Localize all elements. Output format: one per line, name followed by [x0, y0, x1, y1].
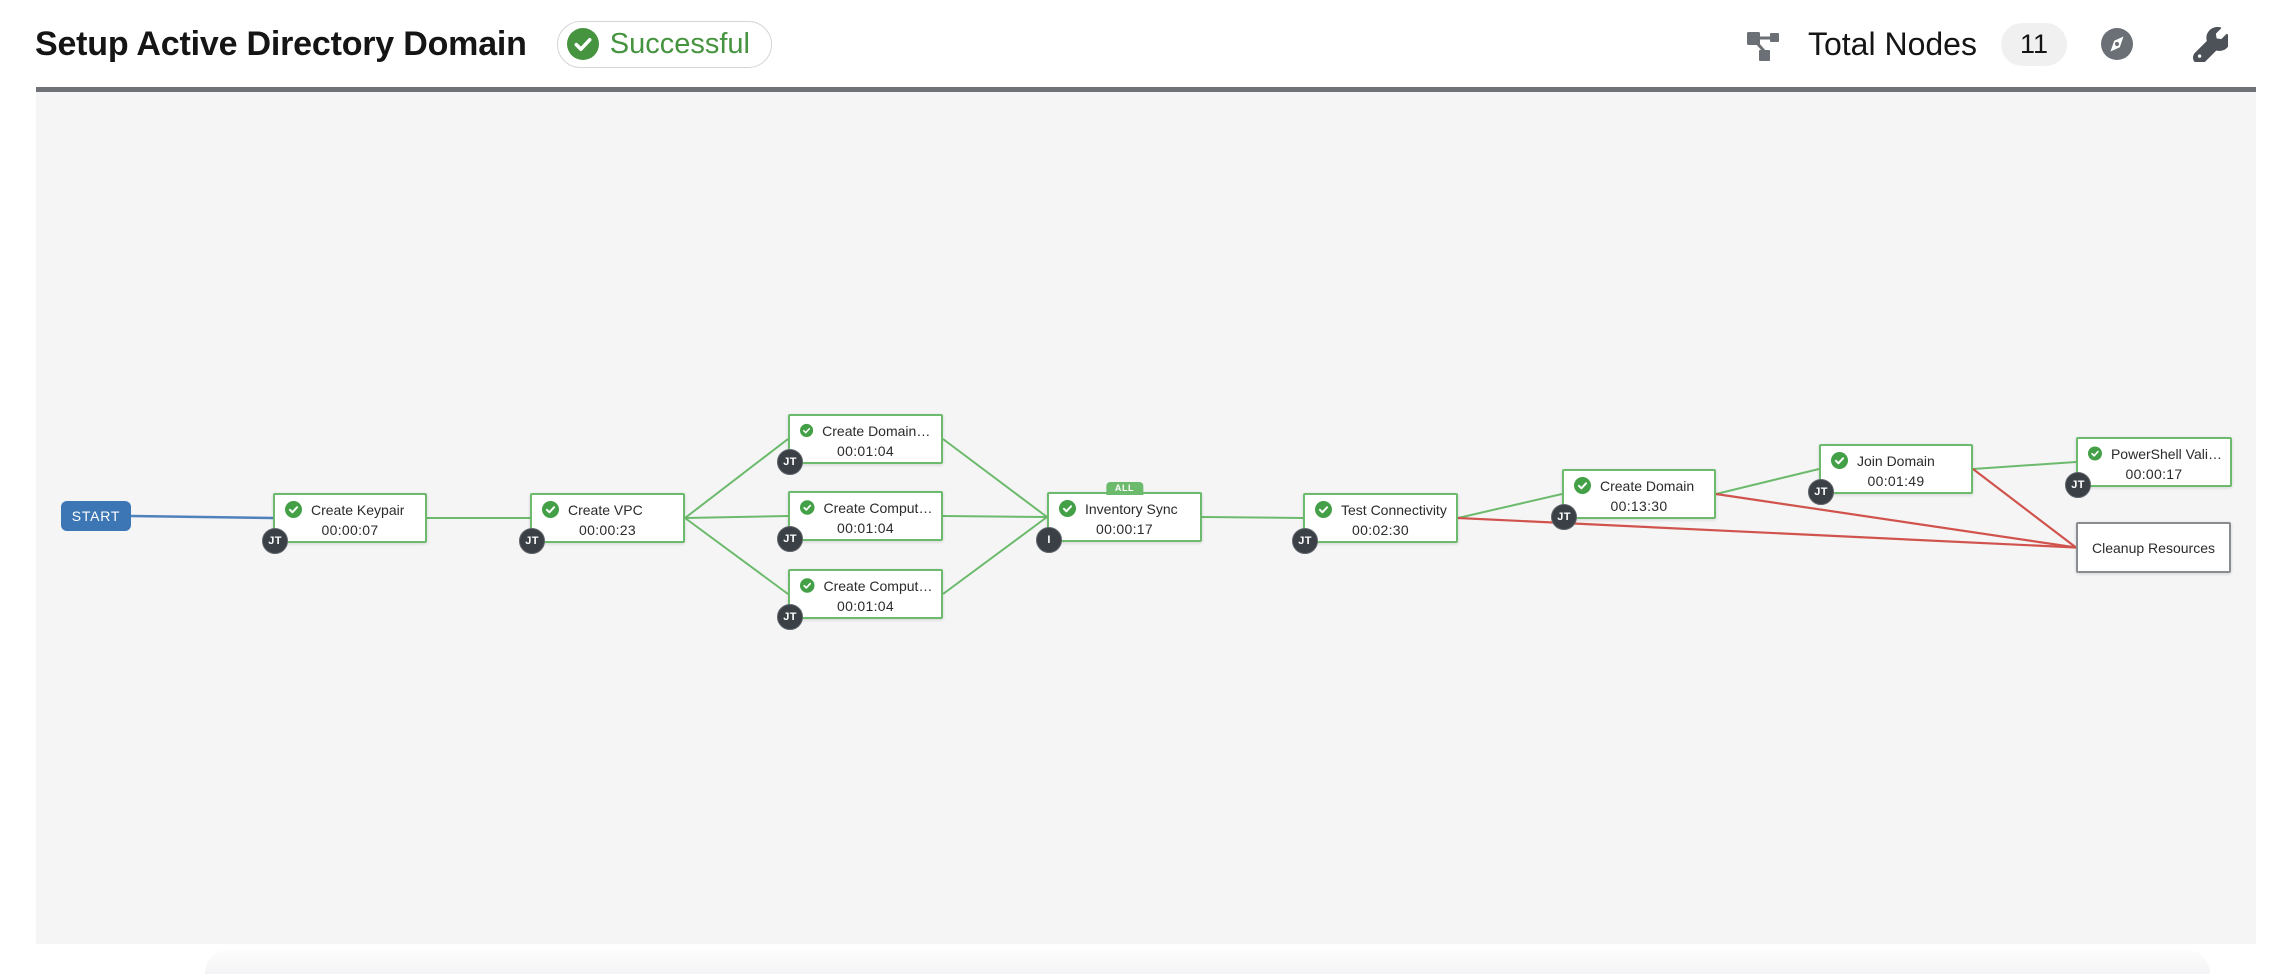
check-circle-icon	[285, 501, 302, 518]
node-type-badge: JT	[2065, 472, 2091, 498]
node-title: Create Computer (1)	[823, 499, 934, 516]
node-elapsed-time: 00:02:30	[1352, 522, 1409, 538]
check-circle-icon	[542, 501, 559, 518]
node-elapsed-time: 00:01:49	[1867, 473, 1925, 489]
edge-create-domain-to-join-domain	[1715, 468, 1820, 495]
node-elapsed-time: 00:00:07	[321, 522, 379, 538]
topology-icon	[1746, 32, 1779, 61]
node-type-badge: JT	[777, 449, 803, 475]
check-circle-icon	[2088, 446, 2102, 461]
node-type-badge: JT	[1292, 528, 1318, 554]
check-circle-icon	[800, 578, 815, 593]
workflow-node-create-computer-1[interactable]: Create Computer (1) 00:01:04 JT	[777, 491, 943, 552]
edge-create-vpc-to-create-computer-2	[684, 517, 789, 595]
legend-button[interactable]	[2101, 28, 2133, 60]
node-title: Create Domain Contr...	[822, 422, 933, 439]
start-node[interactable]: START	[61, 501, 131, 531]
edge-join-domain-to-cleanup-resources	[1972, 468, 2077, 549]
compass-icon	[2101, 28, 2133, 60]
total-nodes-label: Total Nodes	[1807, 25, 1977, 62]
workflow-node-inventory-sync[interactable]: ALL Inventory Sync 00:00:17 I	[1036, 482, 1202, 553]
check-circle-icon	[1831, 452, 1848, 469]
edge-test-connectivity-to-create-domain	[1457, 493, 1563, 519]
node-title: Test Connectivity	[1341, 501, 1447, 518]
page-title: Setup Active Directory Domain	[35, 24, 527, 63]
node-elapsed-time: 00:00:17	[2125, 466, 2183, 482]
node-type-badge: JT	[1808, 479, 1834, 505]
workflow-node-cleanup-resources[interactable]: Cleanup Resources	[2076, 522, 2231, 573]
node-title: Cleanup Resources	[2092, 539, 2215, 556]
check-circle-icon	[1059, 500, 1076, 517]
edge-create-domain-controller-to-inventory-sync	[942, 438, 1048, 518]
workflow-node-create-computer-2[interactable]: Create Computer (2) 00:01:04 JT	[777, 569, 943, 630]
node-elapsed-time: 00:00:17	[1096, 521, 1153, 537]
total-nodes-count: 11	[2000, 22, 2067, 66]
check-circle-icon	[566, 28, 599, 60]
edge-start-to-create-keypair	[130, 514, 274, 520]
node-type-badge: I	[1036, 527, 1062, 553]
edge-inventory-sync-to-test-connectivity	[1201, 516, 1304, 519]
node-title: Join Domain	[1857, 452, 1935, 469]
edge-create-vpc-to-create-domain-controller	[684, 438, 789, 519]
header-right: Total Nodes 11	[1744, 22, 2228, 66]
workflow-node-powershell-validation[interactable]: PowerShell Validation 00:00:17 JT	[2065, 437, 2232, 498]
status-badge: Successful	[556, 20, 772, 68]
tools-button[interactable]	[2193, 26, 2228, 62]
node-title: Create VPC	[568, 501, 643, 518]
node-elapsed-time: 00:00:23	[579, 522, 636, 538]
wrench-icon	[2193, 26, 2228, 62]
node-title: PowerShell Validation	[2110, 445, 2222, 462]
edge-create-computer-1-to-inventory-sync	[942, 515, 1048, 518]
check-circle-icon	[1315, 501, 1332, 518]
workflow-node-create-vpc[interactable]: Create VPC 00:00:23 JT	[519, 493, 685, 554]
workflow-node-create-keypair[interactable]: Create Keypair 00:00:07 JT	[262, 493, 427, 554]
node-elapsed-time: 00:01:04	[837, 443, 894, 459]
workflow-node-create-domain-controller[interactable]: Create Domain Contr... 00:01:04 JT	[777, 414, 943, 475]
node-title: Create Computer (2)	[823, 577, 934, 594]
workflow-node-test-connectivity[interactable]: Test Connectivity 00:02:30 JT	[1292, 493, 1458, 554]
edge-create-vpc-to-create-computer-1	[684, 515, 789, 519]
edge-create-computer-2-to-inventory-sync	[942, 516, 1048, 595]
node-type-badge: JT	[519, 528, 545, 554]
node-title: Create Domain	[1600, 477, 1695, 494]
node-title: Create Keypair	[311, 501, 405, 518]
node-elapsed-time: 00:01:04	[837, 520, 894, 536]
check-circle-icon	[800, 423, 814, 438]
node-type-badge: JT	[777, 526, 803, 552]
node-title: Inventory Sync	[1085, 500, 1178, 517]
node-type-badge: JT	[262, 528, 288, 554]
node-type-badge: JT	[1551, 504, 1577, 530]
bottom-scroll-artifact	[205, 949, 2210, 974]
node-elapsed-time: 00:01:04	[837, 598, 894, 614]
node-type-badge: JT	[777, 604, 803, 630]
edge-join-domain-to-powershell-validation	[1972, 461, 2077, 470]
check-circle-icon	[800, 500, 815, 515]
workflow-node-create-domain[interactable]: Create Domain 00:13:30 JT	[1551, 469, 1716, 530]
workflow-node-join-domain[interactable]: Join Domain 00:01:49 JT	[1808, 444, 1973, 505]
convergence-badge: ALL	[1105, 482, 1144, 495]
edge-create-domain-to-cleanup-resources	[1715, 492, 2077, 549]
node-elapsed-time: 00:13:30	[1610, 498, 1668, 514]
header: Setup Active Directory Domain Successful…	[0, 0, 2290, 88]
status-badge-label: Successful	[609, 27, 750, 60]
check-circle-icon	[1574, 477, 1591, 494]
